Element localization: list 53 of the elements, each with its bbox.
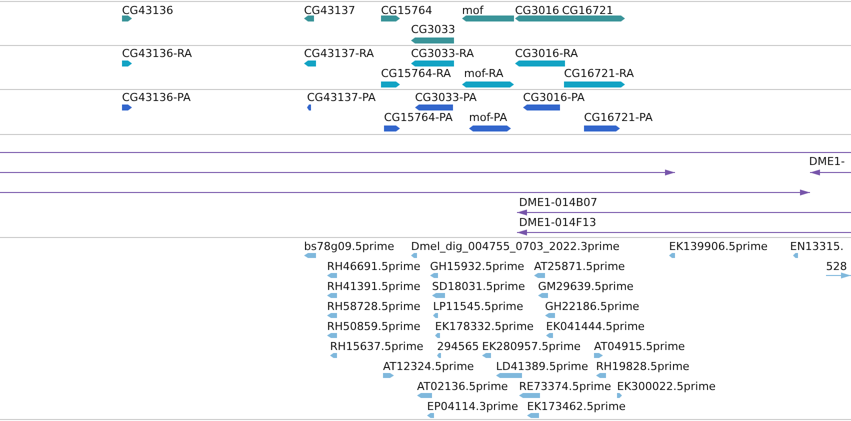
feature-label: CG16721-PA [584,111,653,124]
feature-label: EN13315. [790,240,844,253]
feature-label: RH19828.5prime [596,360,690,373]
feature-label: CG43136-RA [122,47,192,60]
feature-label: mof [462,4,484,17]
feature-label: CG15764-PA [384,111,453,124]
feature-label: CG43137-RA [304,47,374,60]
feature-label: CG43136 [122,4,174,17]
feature-label: 294565 [437,340,479,353]
feature-label: RE73374.5prime [519,380,612,393]
feature-label: CG16721 [562,4,614,17]
feature-label: Dmel_dig_004755_0703_2022.3prime [411,240,620,253]
feature-label: RH46691.5prime [327,260,420,273]
feature-label: AT25871.5prime [534,260,625,273]
feature-label: AT02136.5prime [417,380,508,393]
feature-label: CG43137-PA [307,91,376,104]
feature-label: bs78g09.5prime [304,240,394,253]
feature-label: EK280957.5prime [482,340,581,353]
feature-label: EK041444.5prime [546,320,645,333]
feature-label: EK300022.5prime [617,380,716,393]
feature-label: LD41389.5prime [496,360,588,373]
feature-label: 528 [826,260,847,273]
feature-label: DME1-014F13 [519,216,596,229]
feature-label: GM29639.5prime [538,280,634,293]
feature-label: LP11545.5prime [433,300,524,313]
feature-label: EK178332.5prime [435,320,534,333]
feature-label: DME1- [809,155,845,168]
feature-label: CG43136-PA [122,91,191,104]
feature-label: CG3016 [515,4,560,17]
feature-label: mof-RA [464,67,504,80]
feature-label: AT04915.5prime [594,340,685,353]
feature-label: GH15932.5prime [430,260,524,273]
feature-label: CG43137 [304,4,356,17]
feature-label: CG3033 [411,23,456,36]
feature-label: SD18031.5prime [432,280,525,293]
feature-label: GH22186.5prime [545,300,640,313]
feature-label: mof-PA [469,111,508,124]
feature-label: RH50859.5prime [327,320,420,333]
feature-label: CG15764 [381,4,432,17]
feature-label: RH15637.5prime [330,340,424,353]
feature-label: EK139906.5prime [669,240,768,253]
feature-label: EP04114.3prime [427,400,518,413]
feature-label: CG3033-PA [415,91,477,104]
feature-label: AT12324.5prime [383,360,474,373]
feature-label: CG3016-PA [523,91,585,104]
feature-label: CG15764-RA [381,67,451,80]
feature-label: EK173462.5prime [527,400,626,413]
feature-label: CG3016-RA [515,47,578,60]
feature-label: RH41391.5prime [327,280,420,293]
feature-label: CG3033-RA [411,47,474,60]
feature-label: DME1-014B07 [519,196,598,209]
feature-label: CG16721-RA [564,67,634,80]
feature-label: RH58728.5prime [327,300,420,313]
